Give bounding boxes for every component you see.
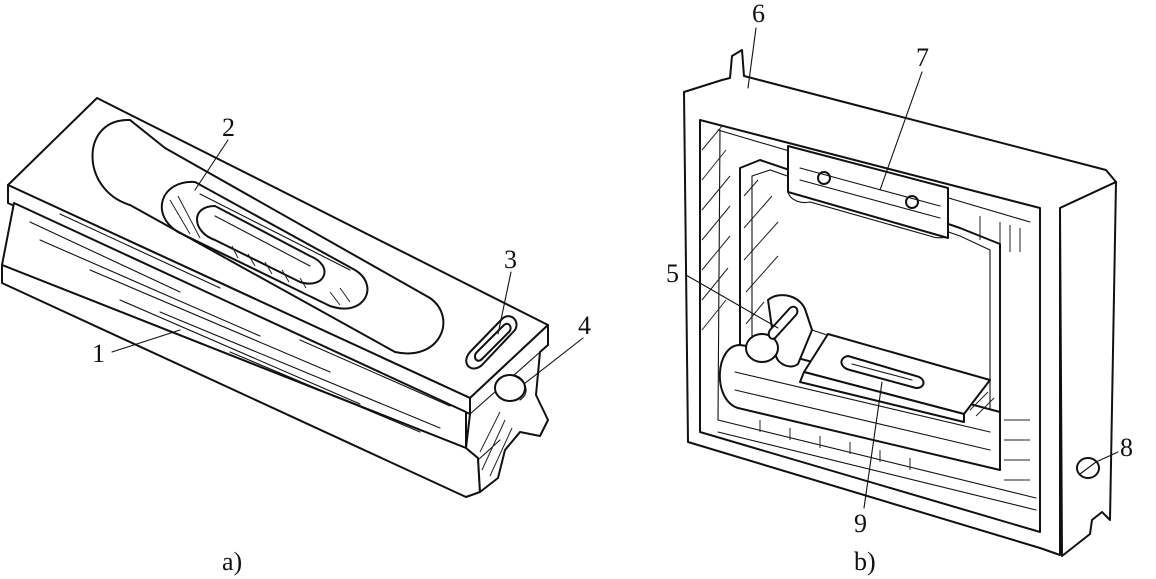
label-4: 4 — [578, 311, 591, 340]
left-wall-hatching — [701, 125, 779, 331]
label-9: 9 — [854, 509, 867, 538]
caption-b: b) — [854, 547, 876, 576]
main-vial — [196, 205, 326, 285]
leader-6 — [747, 27, 757, 89]
label-8: 8 — [1120, 433, 1133, 462]
label-3: 3 — [504, 245, 517, 274]
frame-level-drawing — [683, 49, 1117, 557]
holder-hatching — [969, 391, 1030, 481]
leader-2 — [194, 139, 229, 191]
leader-4 — [523, 337, 584, 385]
bar-level-drawing — [1, 97, 549, 498]
label-2: 2 — [222, 113, 235, 142]
leader-5 — [685, 274, 779, 329]
leader-9 — [863, 381, 883, 509]
frame-inner-opening — [699, 119, 1041, 533]
cross-vial-end-cap — [745, 333, 779, 363]
label-5: 5 — [666, 259, 679, 288]
vial-hatching — [169, 195, 351, 306]
leader-7 — [879, 71, 923, 191]
body-shading-lines — [29, 213, 451, 433]
bottom-cylinder — [718, 344, 1001, 471]
frame-right-side — [1059, 181, 1117, 557]
cross-vial-frame — [465, 315, 518, 370]
leader-1 — [111, 329, 181, 353]
cross-vial-5 — [767, 305, 799, 340]
base-scale-marks — [759, 420, 911, 470]
cross-vial-holder — [767, 294, 813, 368]
right-wall-hatching — [979, 216, 1021, 252]
frame-outer-front — [683, 49, 1117, 556]
label-7: 7 — [916, 43, 929, 72]
cross-vial — [473, 322, 512, 362]
leader-3 — [497, 271, 512, 335]
vial-housing — [160, 180, 369, 310]
end-face-hatching — [479, 411, 513, 477]
leader-8 — [1095, 451, 1119, 463]
caption-a: a) — [222, 547, 242, 576]
label-6: 6 — [752, 0, 765, 28]
main-vial-block-front — [799, 371, 965, 423]
main-vial-recess — [91, 118, 445, 355]
label-1: 1 — [92, 339, 105, 368]
